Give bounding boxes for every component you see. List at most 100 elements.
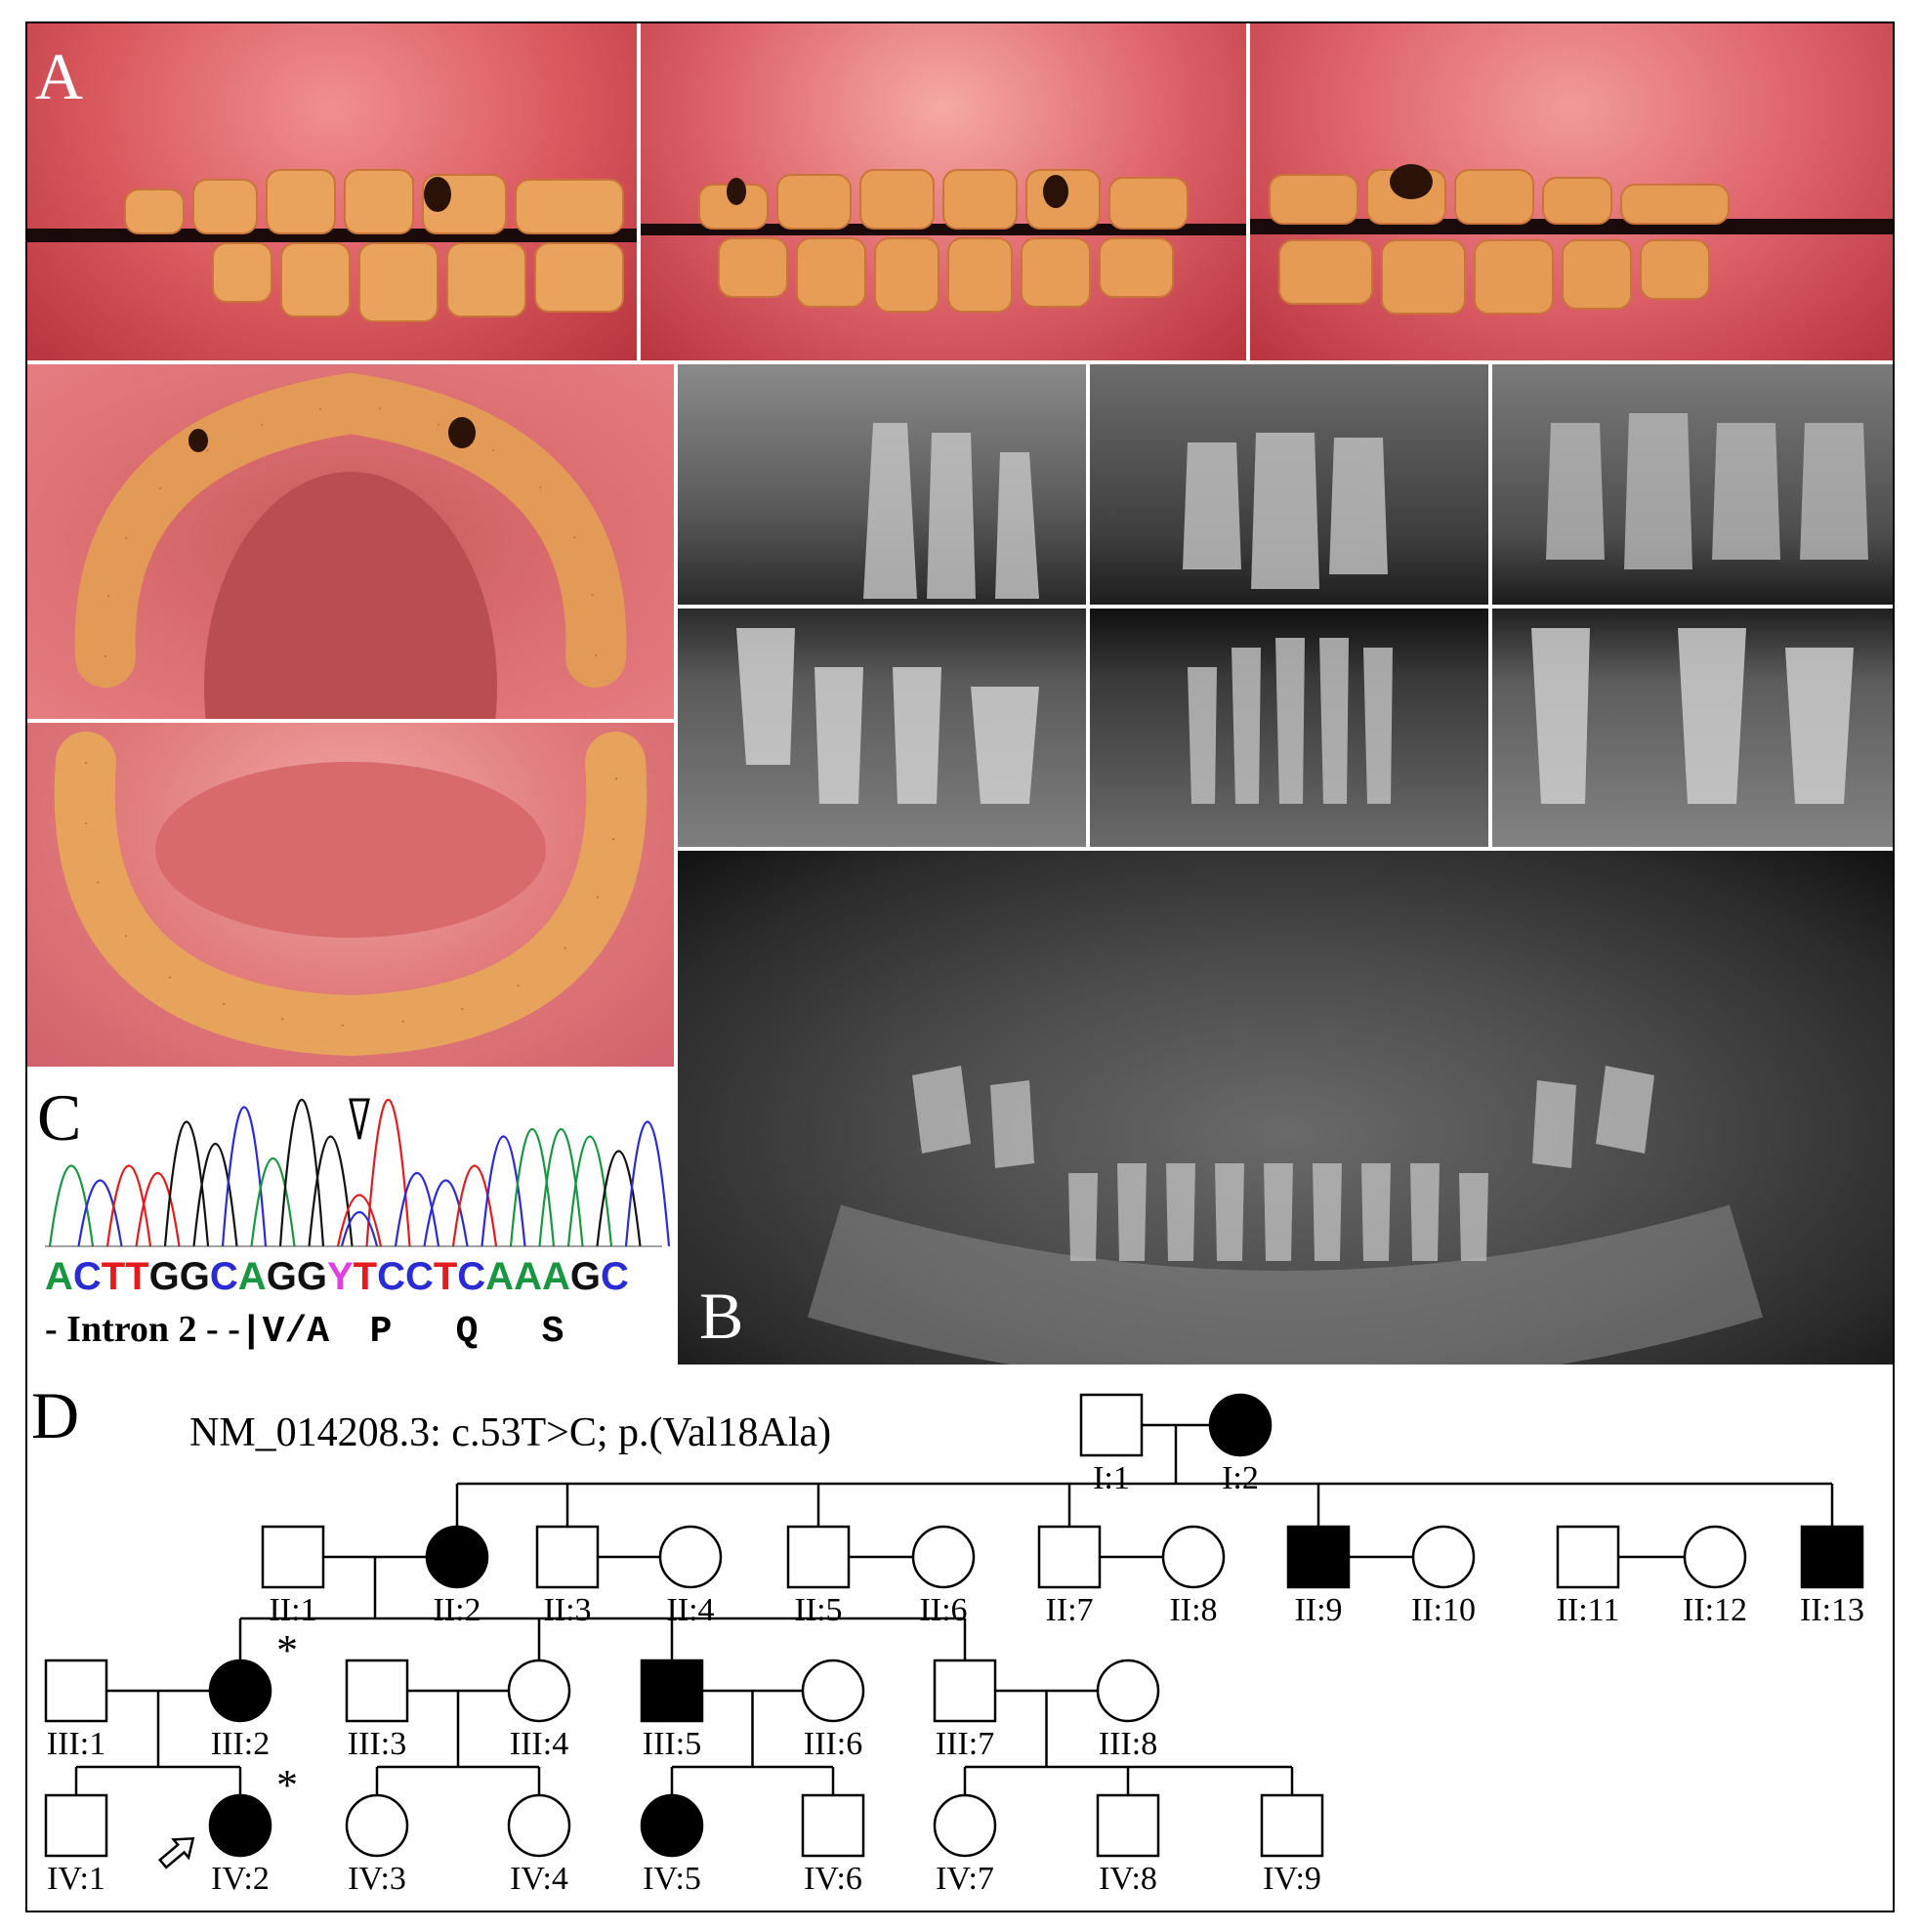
- pedigree-male-II-9: [1286, 1525, 1351, 1589]
- pedigree-label-III-7: III:7: [936, 1726, 994, 1762]
- pedigree-label-IV-2: IV:2: [211, 1861, 270, 1897]
- panel-a: A: [27, 23, 1893, 360]
- trace-peak-12: [365, 1099, 411, 1247]
- panel-b: B: [678, 364, 1893, 1365]
- base-9: G: [266, 1255, 297, 1298]
- trace-peak-13: [394, 1172, 440, 1247]
- proband-arrow-icon: [158, 1836, 195, 1869]
- pedigree-male-II-7: [1037, 1525, 1102, 1589]
- pedigree-label-IV-8: IV:8: [1099, 1861, 1157, 1897]
- pedigree-male-III-1: [44, 1659, 108, 1723]
- pedigree-male-III-5: [640, 1659, 704, 1723]
- trace-peak-5: [163, 1120, 210, 1247]
- photo-frontal: [641, 23, 1246, 360]
- pedigree-label-II-13: II:13: [1800, 1592, 1864, 1628]
- pedigree-label-I-2: I:2: [1222, 1460, 1259, 1496]
- base-7: C: [209, 1255, 238, 1298]
- pedigree-female-II-2: [425, 1525, 489, 1589]
- panel-c: C ACTTGGCAGGYTCCTCAAAGC - Intron 2 - -|V…: [27, 1071, 674, 1365]
- variant-arrowhead-icon: [349, 1098, 370, 1140]
- trace-secondary-peak: [340, 1211, 379, 1247]
- mandibular-arch-illustration: [54, 732, 647, 1057]
- pedigree-female-III-4: [507, 1659, 571, 1723]
- trace-peak-16: [480, 1135, 526, 1247]
- trace-peak-10: [308, 1135, 354, 1247]
- pedigree-label-III-6: III:6: [804, 1726, 862, 1762]
- base-17: A: [485, 1255, 515, 1298]
- pedigree-label-II-6: II:6: [919, 1592, 967, 1628]
- trace-peak-1: [48, 1164, 95, 1247]
- periapical-lower-right: [678, 609, 1086, 847]
- pedigree-female-I-2: [1208, 1393, 1273, 1457]
- pedigree-female-II-10: [1411, 1525, 1476, 1589]
- pedigree-male-I-1: [1079, 1393, 1144, 1457]
- base-15: T: [433, 1255, 458, 1298]
- pedigree-male-III-3: [345, 1659, 409, 1723]
- trace-peak-7: [221, 1106, 268, 1247]
- base-19: A: [541, 1255, 570, 1298]
- trace-peak-21: [624, 1120, 671, 1247]
- base-5: G: [148, 1255, 180, 1298]
- base-11: Y: [326, 1255, 354, 1298]
- pedigree-male-II-1: [261, 1525, 325, 1589]
- pedigree-label-I-1: I:1: [1093, 1460, 1130, 1496]
- pedigree-female-IV-2: [208, 1793, 272, 1858]
- pedigree-female-II-4: [658, 1525, 723, 1589]
- pedigree-male-IV-1: [44, 1793, 108, 1858]
- pedigree-female-III-6: [801, 1659, 865, 1723]
- sequence-line: ACTTGGCAGGYTCCTCAAAGC: [45, 1252, 629, 1301]
- periapical-upper-anterior: [1090, 364, 1488, 605]
- codon-2: P: [369, 1311, 393, 1353]
- trace-peak-17: [509, 1128, 556, 1247]
- pedigree-male-III-7: [933, 1659, 997, 1723]
- trace-peak-15: [451, 1164, 498, 1247]
- base-16: C: [457, 1255, 486, 1298]
- pedigree-female-II-8: [1161, 1525, 1226, 1589]
- pedigree-male-II-3: [535, 1525, 600, 1589]
- pedigree-label-III-3: III:3: [348, 1726, 406, 1762]
- pedigree-label-IV-6: IV:6: [804, 1861, 862, 1897]
- base-6: G: [179, 1255, 210, 1298]
- pedigree-label-IV-1: IV:1: [47, 1861, 105, 1897]
- trace-peak-14: [423, 1179, 469, 1247]
- pedigree-label-II-2: II:2: [433, 1592, 480, 1628]
- maxillary-arch-illustration: [74, 372, 627, 719]
- pedigree-female-III-8: [1096, 1659, 1160, 1723]
- base-8: A: [237, 1255, 267, 1298]
- pedigree-label-III-4: III:4: [510, 1726, 568, 1762]
- pedigree-label-IV-5: IV:5: [643, 1861, 701, 1897]
- panel-d-letter: D: [31, 1378, 80, 1452]
- sequenced-asterisk: *: [276, 1761, 298, 1809]
- photo-maxillary-occlusal: [27, 364, 674, 719]
- base-4: T: [125, 1255, 149, 1298]
- base-1: A: [45, 1255, 73, 1298]
- pedigree-male-II-11: [1556, 1525, 1620, 1589]
- pedigree-label-II-7: II:7: [1045, 1592, 1093, 1628]
- pedigree-female-IV-7: [933, 1793, 997, 1858]
- codon-4: S: [541, 1311, 564, 1353]
- pedigree-male-IV-9: [1260, 1793, 1324, 1858]
- pedigree-male-II-5: [786, 1525, 851, 1589]
- teeth-illustration-left: [1250, 164, 1893, 315]
- panel-d: D NM_014208.3: c.53T>C; p.(Val18Ala) I:1…: [27, 1368, 1893, 1911]
- pedigree-female-III-2: [208, 1659, 272, 1723]
- pedigree-label-II-9: II:9: [1294, 1592, 1342, 1628]
- trace-peak-4: [135, 1172, 181, 1247]
- base-10: G: [296, 1255, 327, 1298]
- base-2: C: [72, 1255, 102, 1298]
- base-14: C: [404, 1255, 434, 1298]
- pedigree-label-II-3: II:3: [543, 1592, 591, 1628]
- trace-peak-3: [105, 1164, 152, 1247]
- pedigree-label-II-10: II:10: [1411, 1592, 1476, 1628]
- panoramic-radiograph: [678, 851, 1893, 1365]
- pedigree-label-III-8: III:8: [1099, 1726, 1157, 1762]
- pedigree-female-IV-5: [640, 1793, 704, 1858]
- base-3: T: [101, 1255, 126, 1298]
- pedigree-female-IV-3: [345, 1793, 409, 1858]
- variant-label: NM_014208.3: c.53T>C; p.(Val18Ala): [189, 1410, 832, 1455]
- pedigree-label-II-11: II:11: [1557, 1592, 1620, 1628]
- trace-peak-18: [538, 1128, 584, 1247]
- pedigree-label-II-1: II:1: [269, 1592, 316, 1628]
- base-12: T: [353, 1255, 378, 1298]
